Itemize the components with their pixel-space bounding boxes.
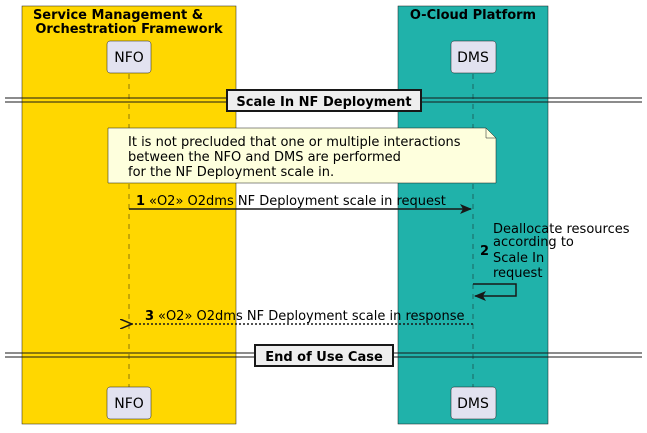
participant-nfo-bottom-label: NFO (114, 396, 144, 412)
message-2-line-4: request (493, 266, 542, 281)
participant-dms-bottom-label: DMS (457, 396, 489, 412)
note-line-2: between the NFO and DMS are performed (128, 150, 401, 165)
message-2-line-3: Scale In (493, 251, 544, 266)
box-title-ocloud-platform: O-Cloud Platform (410, 8, 536, 23)
divider-end-label: End of Use Case (265, 350, 383, 365)
message-3: 3 «O2» O2dms NF Deployment scale in resp… (131, 309, 473, 324)
note: It is not precluded that one or multiple… (107, 127, 497, 184)
message-3-number: 3 (145, 309, 154, 324)
message-2-arrow (473, 283, 517, 301)
message-1: 1 «O2» O2dms NF Deployment scale in requ… (129, 194, 472, 214)
box-title-service-management-line2: Orchestration Framework (35, 22, 223, 37)
participant-dms-label: DMS (457, 50, 489, 66)
note-line-3: for the NF Deployment scale in. (128, 165, 334, 180)
divider-scale-in-label: Scale In NF Deployment (236, 95, 411, 110)
message-2-line-2: according to (493, 235, 574, 250)
message-1-label: «O2» O2dms NF Deployment scale in reques… (149, 194, 446, 209)
participant-dms-bottom: DMS (450, 386, 497, 420)
participant-nfo-bottom: NFO (106, 386, 152, 420)
participant-nfo-top: NFO (106, 40, 152, 74)
message-1-number: 1 (136, 194, 145, 209)
message-2: 2 Deallocate resources according to Scal… (473, 222, 630, 301)
divider-scale-in: Scale In NF Deployment (5, 89, 642, 112)
divider-end: End of Use Case (5, 344, 642, 367)
message-2-number: 2 (480, 244, 489, 259)
message-2-line-1: Deallocate resources (493, 222, 630, 237)
participant-dms-top: DMS (450, 40, 497, 74)
note-line-1: It is not precluded that one or multiple… (128, 135, 461, 150)
message-3-label: «O2» O2dms NF Deployment scale in respon… (158, 309, 465, 324)
box-title-service-management-line1: Service Management & (33, 8, 203, 23)
participant-nfo-label: NFO (114, 50, 144, 66)
